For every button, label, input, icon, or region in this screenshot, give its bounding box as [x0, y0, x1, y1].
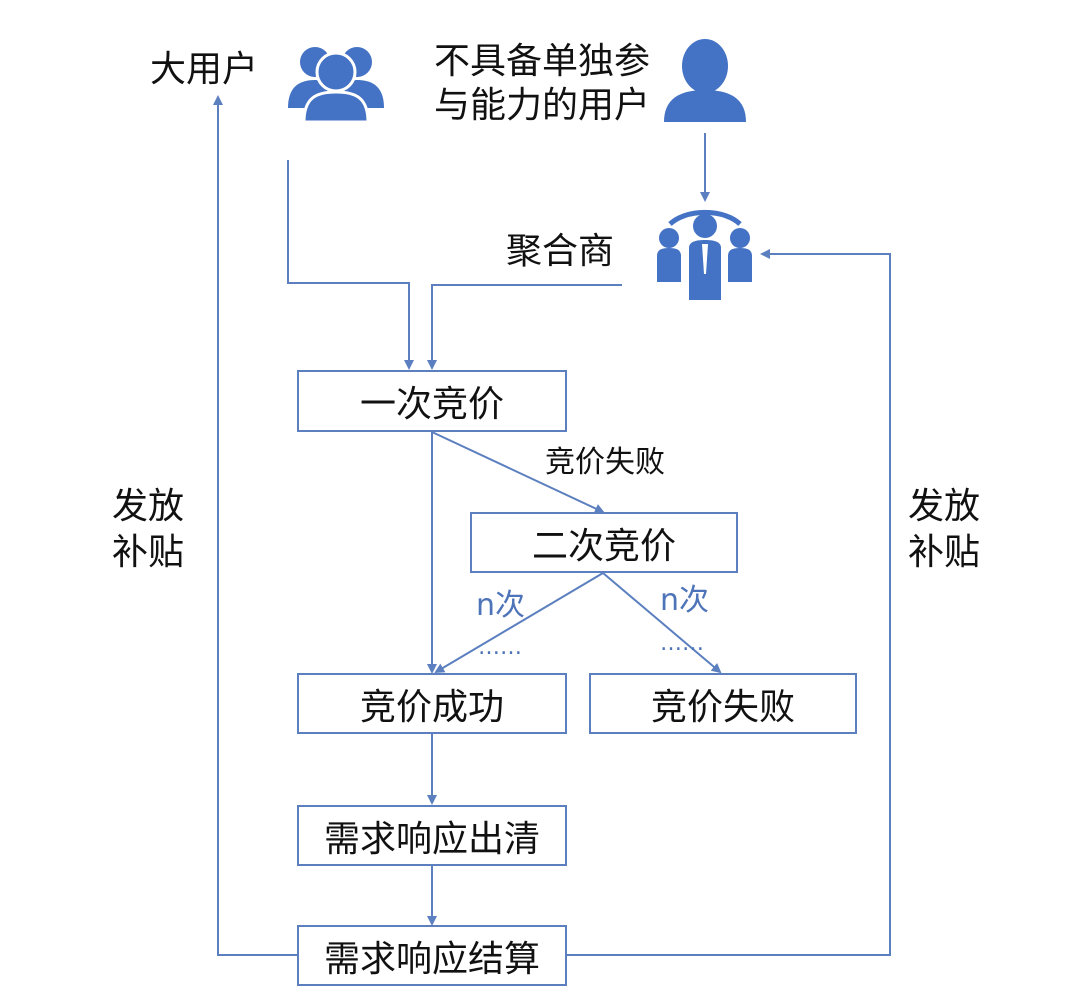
user-group-icon [288, 47, 384, 124]
demand-response-settlement-box: 需求响应结算 [297, 925, 567, 986]
big-user-label: 大用户 [150, 49, 259, 90]
connectors [213, 95, 891, 956]
demand-response-clearing-box: 需求响应出清 [297, 805, 567, 866]
arrow-settlement-to-big-user [213, 95, 298, 956]
small-user-label-line1: 不具备单独参 [434, 41, 651, 82]
n-times-left-label: n次 [476, 588, 526, 623]
arrow-settlement-to-aggregator [566, 249, 891, 956]
bid-fail-box: 竞价失败 [589, 673, 857, 734]
ellipsis-right: …… [660, 631, 704, 656]
second-bid-box: 二次竞价 [470, 512, 738, 573]
subsidy-left-line2: 补贴 [111, 532, 184, 573]
arrow-big-user-to-first-bid [287, 160, 414, 370]
arrow-aggregator-to-first-bid [427, 284, 622, 370]
arrow-first-bid-to-second-bid [431, 431, 605, 514]
subsidy-right-line2: 补贴 [907, 532, 980, 573]
subsidy-left-line1: 发放 [111, 486, 184, 527]
first-bid-box: 一次竞价 [297, 370, 567, 432]
subsidy-right-line1: 发放 [907, 486, 980, 527]
arrow-second-bid-to-fail [602, 572, 722, 674]
bid-success-box: 竞价成功 [297, 673, 567, 734]
aggregator-label: 聚合商 [506, 231, 615, 272]
first-fail-label: 竞价失败 [545, 445, 665, 480]
team-leader-icon [657, 209, 752, 300]
n-times-right-label: n次 [660, 583, 710, 618]
single-user-icon [664, 39, 746, 122]
ellipsis-left: …… [478, 635, 522, 660]
small-user-label-line2: 与能力的用户 [434, 85, 651, 126]
arrow-second-bid-to-success [434, 572, 604, 674]
